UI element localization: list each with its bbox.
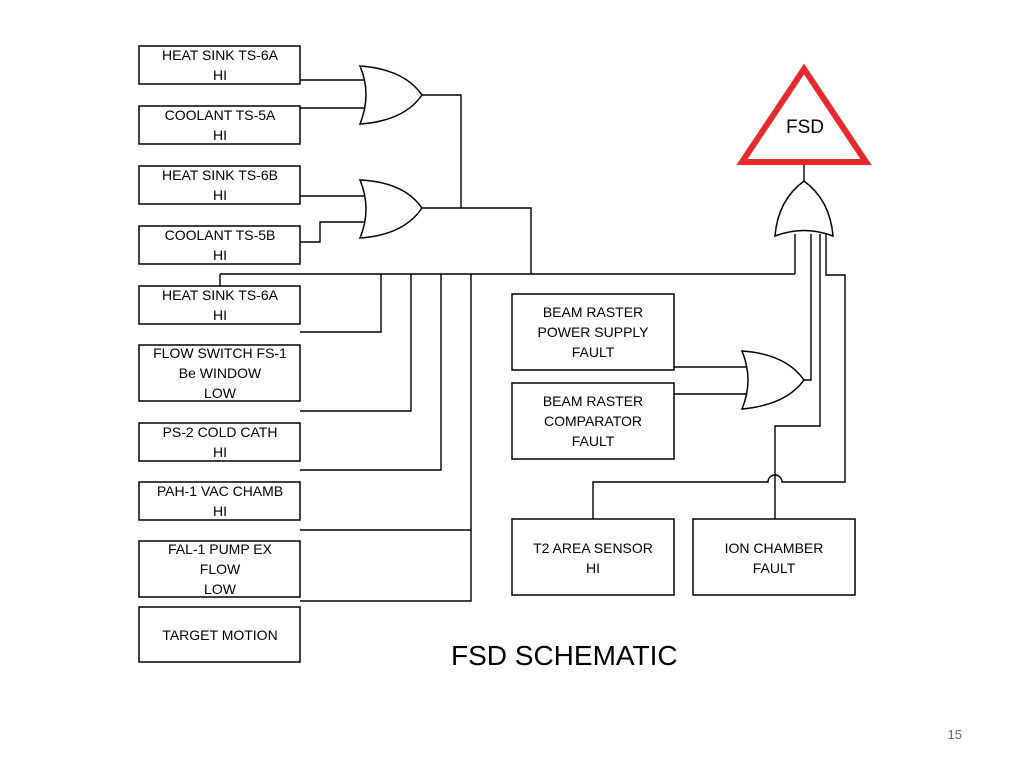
svg-text:HI: HI	[213, 503, 227, 519]
svg-text:LOW: LOW	[204, 385, 237, 401]
svg-text:FAULT: FAULT	[753, 560, 796, 576]
svg-text:HI: HI	[213, 127, 227, 143]
svg-text:HI: HI	[213, 307, 227, 323]
svg-text:HI: HI	[213, 187, 227, 203]
raster-box-comparator-fault: BEAM RASTER COMPARATOR FAULT	[511, 382, 675, 460]
svg-text:FAULT: FAULT	[572, 433, 615, 449]
sensor-box-ion-chamber: ION CHAMBER FAULT	[692, 518, 856, 596]
input-box-target-motion: TARGET MOTION	[138, 606, 301, 663]
or-gate-raster	[740, 350, 805, 410]
svg-text:BEAM RASTER: BEAM RASTER	[543, 304, 643, 320]
input-box-coolant-ts-5a: COOLANT TS-5A HI	[138, 105, 301, 145]
svg-text:COMPARATOR: COMPARATOR	[544, 413, 642, 429]
svg-text:POWER SUPPLY: POWER SUPPLY	[538, 324, 650, 340]
fsd-warning-icon: FSD	[736, 63, 872, 165]
fsd-label: FSD	[786, 117, 824, 138]
svg-text:FAULT: FAULT	[572, 344, 615, 360]
svg-text:PS-2 COLD CATH: PS-2 COLD CATH	[163, 424, 278, 440]
svg-text:PAH-1 VAC CHAMB: PAH-1 VAC CHAMB	[157, 483, 283, 499]
input-box-pah-1-vac-chamb: PAH-1 VAC CHAMB HI	[138, 481, 301, 521]
sensor-box-t2-area: T2 AREA SENSOR HI	[511, 518, 675, 596]
svg-text:Be WINDOW: Be WINDOW	[179, 365, 262, 381]
input-box-heat-sink-ts-6a-2: HEAT SINK TS-6A HI	[138, 285, 301, 325]
svg-text:HI: HI	[213, 67, 227, 83]
svg-text:TARGET MOTION: TARGET MOTION	[162, 627, 277, 643]
svg-text:HI: HI	[213, 444, 227, 460]
svg-text:HI: HI	[213, 247, 227, 263]
svg-text:HEAT SINK TS-6A: HEAT SINK TS-6A	[162, 47, 279, 63]
svg-text:ION CHAMBER: ION CHAMBER	[725, 540, 824, 556]
svg-text:LOW: LOW	[204, 581, 237, 597]
svg-text:COOLANT TS-5B: COOLANT TS-5B	[165, 227, 276, 243]
svg-text:HI: HI	[586, 560, 600, 576]
or-gate-fsd	[774, 180, 834, 238]
input-box-heat-sink-ts-6a: HEAT SINK TS-6A HI	[138, 45, 301, 85]
svg-text:HEAT SINK TS-6B: HEAT SINK TS-6B	[162, 167, 278, 183]
or-gate-1	[358, 65, 423, 125]
page-number: 15	[948, 727, 962, 742]
svg-text:FAL-1 PUMP EX: FAL-1 PUMP EX	[168, 541, 273, 557]
svg-text:FLOW SWITCH FS-1: FLOW SWITCH FS-1	[153, 345, 287, 361]
input-box-flow-switch-fs-1: FLOW SWITCH FS-1 Be WINDOW LOW	[138, 344, 301, 402]
raster-box-power-supply-fault: BEAM RASTER POWER SUPPLY FAULT	[511, 293, 675, 371]
svg-text:FLOW: FLOW	[200, 561, 241, 577]
or-gate-2	[358, 179, 423, 239]
svg-text:BEAM RASTER: BEAM RASTER	[543, 393, 643, 409]
input-box-heat-sink-ts-6b: HEAT SINK TS-6B HI	[138, 165, 301, 205]
svg-text:T2 AREA SENSOR: T2 AREA SENSOR	[533, 540, 653, 556]
svg-text:COOLANT TS-5A: COOLANT TS-5A	[165, 107, 276, 123]
input-box-fal-1-pump-ex: FAL-1 PUMP EX FLOW LOW	[138, 540, 301, 598]
input-box-ps-2-cold-cath: PS-2 COLD CATH HI	[138, 422, 301, 462]
wires	[219, 79, 846, 602]
input-box-coolant-ts-5b: COOLANT TS-5B HI	[138, 225, 301, 265]
svg-text:HEAT SINK TS-6A: HEAT SINK TS-6A	[162, 287, 279, 303]
diagram-title: FSD SCHEMATIC	[451, 640, 678, 671]
